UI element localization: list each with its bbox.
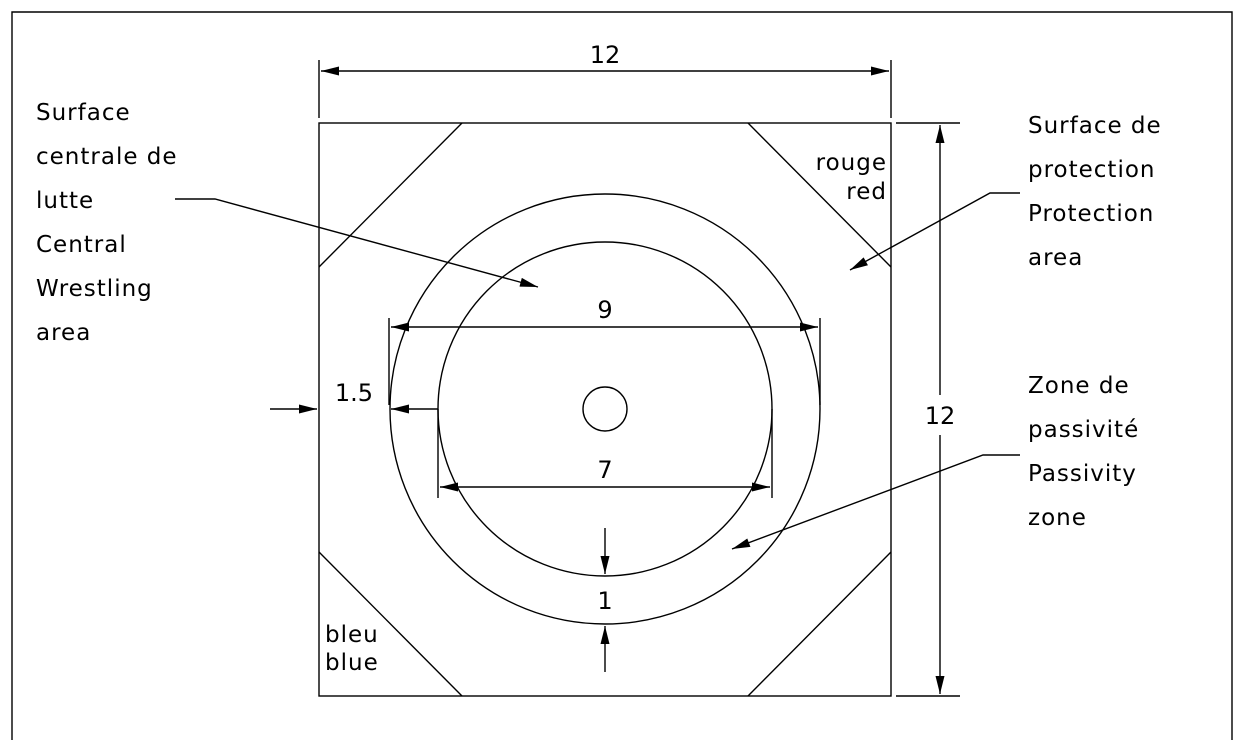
corner-diagonal-top-right bbox=[747, 122, 892, 268]
dim-top-width: 12 bbox=[590, 41, 621, 69]
leader-central bbox=[175, 198, 539, 288]
leader-passivity bbox=[731, 454, 1020, 550]
label-passivity-line-4: zone bbox=[1028, 505, 1087, 531]
label-passivity-line-3: Passivity bbox=[1028, 461, 1137, 487]
corner-red-fr: rouge bbox=[816, 150, 887, 176]
dim-outer-diameter: 9 bbox=[597, 296, 612, 324]
label-central-line-3: lutte bbox=[36, 188, 94, 214]
mat-square bbox=[318, 122, 892, 697]
dim-right-height: 12 bbox=[925, 402, 956, 430]
corner-blue-fr: bleu bbox=[325, 622, 379, 648]
corner-diagonal-top-left bbox=[318, 122, 463, 268]
corner-red-en: red bbox=[846, 179, 887, 205]
dim-inner-diameter: 7 bbox=[597, 456, 612, 484]
label-central-line-1: Surface bbox=[36, 100, 131, 126]
label-protection-line-2: protection bbox=[1028, 157, 1156, 183]
outer-border bbox=[11, 11, 1233, 740]
label-central-line-2: centrale de bbox=[36, 144, 178, 170]
label-passivity-line-1: Zone de bbox=[1028, 373, 1130, 399]
dim-margin: 1.5 bbox=[335, 379, 373, 407]
central-area-circle bbox=[437, 241, 773, 577]
label-central-line-4: Central bbox=[36, 232, 127, 258]
leader-protection bbox=[849, 192, 1020, 271]
label-protection-line-1: Surface de bbox=[1028, 113, 1162, 139]
label-protection-line-4: area bbox=[1028, 245, 1083, 271]
corner-diagonal-bottom-left bbox=[318, 551, 463, 697]
dim-zone-width: 1 bbox=[597, 587, 612, 615]
label-passivity-line-2: passivité bbox=[1028, 417, 1139, 443]
label-central-line-5: Wrestling bbox=[36, 276, 153, 302]
label-central-line-6: area bbox=[36, 320, 91, 346]
passivity-zone-outer-circle bbox=[389, 193, 821, 625]
center-circle bbox=[582, 386, 628, 432]
corner-blue-en: blue bbox=[325, 650, 379, 676]
corner-diagonal-bottom-right bbox=[747, 551, 892, 697]
label-protection-line-3: Protection bbox=[1028, 201, 1154, 227]
